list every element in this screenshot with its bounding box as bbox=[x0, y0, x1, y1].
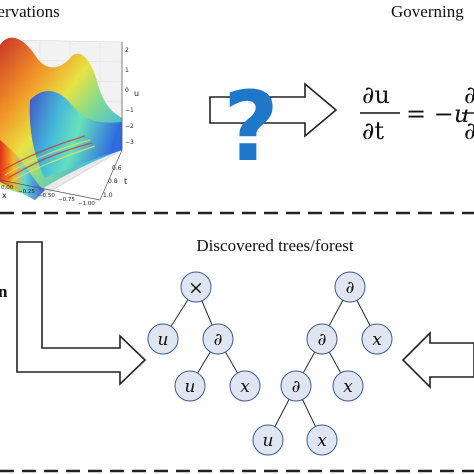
node-label: x bbox=[343, 377, 353, 397]
z-tick: 1 bbox=[125, 67, 129, 74]
tree-node: u bbox=[174, 370, 206, 402]
x-tick: −0.50 bbox=[38, 193, 55, 199]
observations-label: Observations bbox=[0, 2, 60, 21]
node-label: u bbox=[158, 330, 169, 350]
governing-equation: ∂u ∂t = −u ∂ ∂ bbox=[360, 81, 474, 145]
z-tick: −3 bbox=[125, 139, 134, 146]
tree2: ∂ ∂ x ∂ x u x bbox=[252, 271, 393, 456]
x-axis-line bbox=[0, 179, 101, 201]
node-label: x bbox=[317, 431, 327, 451]
node-label: ∂ bbox=[346, 278, 355, 298]
tree-node: ∂ bbox=[202, 323, 234, 355]
x-tick: −0.25 bbox=[18, 189, 35, 195]
inference-arrow bbox=[209, 82, 338, 138]
node-label: ∂ bbox=[214, 330, 223, 350]
node-label: ∂ bbox=[318, 330, 327, 350]
left-text-fragment: n bbox=[0, 282, 8, 301]
tree1: × u ∂ u x bbox=[147, 271, 261, 402]
tree-node: × bbox=[180, 271, 212, 303]
x-tick: 0.00 bbox=[1, 185, 14, 191]
z-tick: −1 bbox=[125, 107, 134, 114]
t-tick: 0.6 bbox=[112, 165, 122, 172]
tree-node: x bbox=[361, 323, 393, 355]
t-tick: 1.0 bbox=[103, 192, 113, 199]
tree-node: ∂ bbox=[280, 370, 312, 402]
tree2-edges bbox=[267, 286, 378, 441]
tree-node: ∂ bbox=[306, 323, 338, 355]
z-tick: 2 bbox=[125, 47, 129, 54]
tree-node: x bbox=[229, 370, 261, 402]
z-tick: −2 bbox=[125, 123, 134, 130]
left-input-arrow bbox=[16, 241, 147, 386]
tree-node: x bbox=[332, 370, 364, 402]
z-axis-label: u bbox=[134, 89, 139, 98]
question-mark: ? bbox=[223, 71, 279, 183]
equation-rhs-partial-den: ∂ bbox=[464, 117, 474, 145]
t-tick: 0.8 bbox=[108, 178, 118, 185]
z-tick: 0 bbox=[125, 87, 129, 94]
node-label: u bbox=[185, 377, 196, 397]
node-label: × bbox=[188, 277, 204, 299]
node-label: x bbox=[372, 330, 382, 350]
x-tick: −0.75 bbox=[58, 197, 75, 203]
tree-node: x bbox=[306, 424, 338, 456]
tree-node: ∂ bbox=[334, 271, 366, 303]
surface-plot: 2 1 0 −1 −2 −3 u 0.6 0.8 1.0 t 0.00 −0.2… bbox=[0, 37, 139, 207]
x-axis-label: x bbox=[2, 191, 7, 200]
equation-lhs-denominator: ∂t bbox=[362, 117, 384, 145]
equation-rhs: = −u bbox=[406, 100, 469, 128]
governing-label: Governing bbox=[391, 2, 464, 21]
node-label: u bbox=[263, 431, 274, 451]
equation-rhs-partial-num: ∂ bbox=[464, 81, 474, 109]
forest-title: Discovered trees/forest bbox=[196, 236, 353, 255]
node-label: x bbox=[240, 377, 250, 397]
tree-node: u bbox=[252, 424, 284, 456]
t-axis-line bbox=[99, 149, 123, 201]
tree-node: u bbox=[147, 323, 179, 355]
node-label: ∂ bbox=[292, 377, 301, 397]
equation-lhs-numerator: ∂u bbox=[362, 81, 390, 109]
x-tick: −1.00 bbox=[78, 201, 95, 207]
right-input-arrow bbox=[401, 331, 474, 389]
t-axis-label: t bbox=[124, 177, 127, 186]
